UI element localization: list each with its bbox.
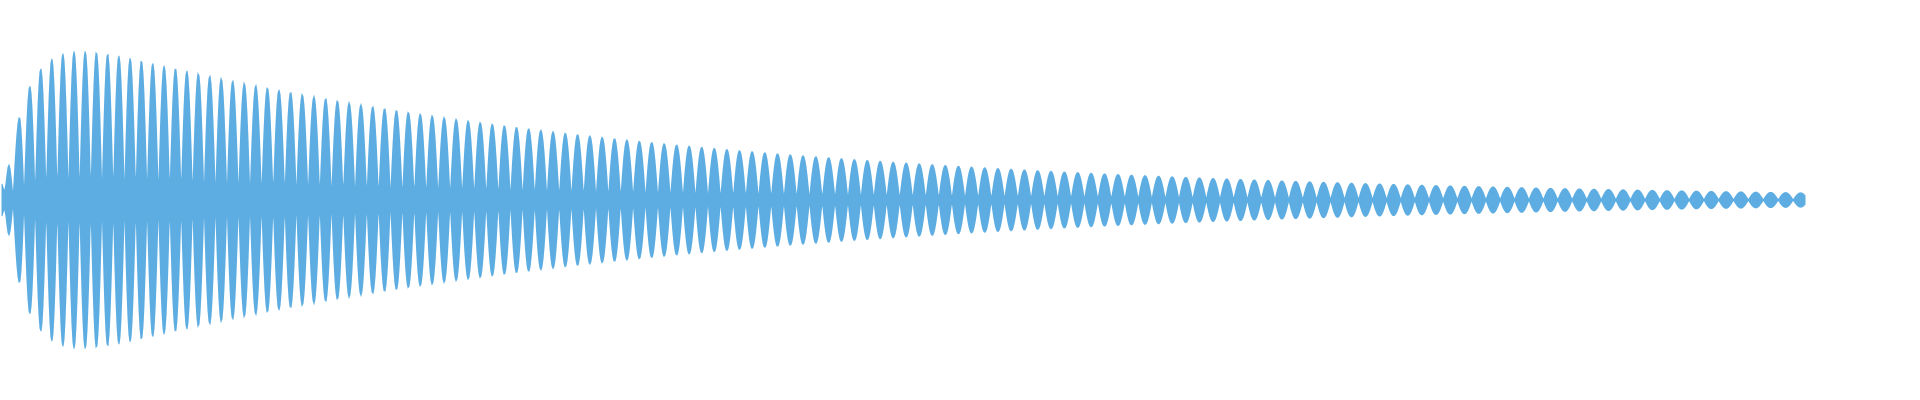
audio-waveform [1, 51, 1806, 349]
